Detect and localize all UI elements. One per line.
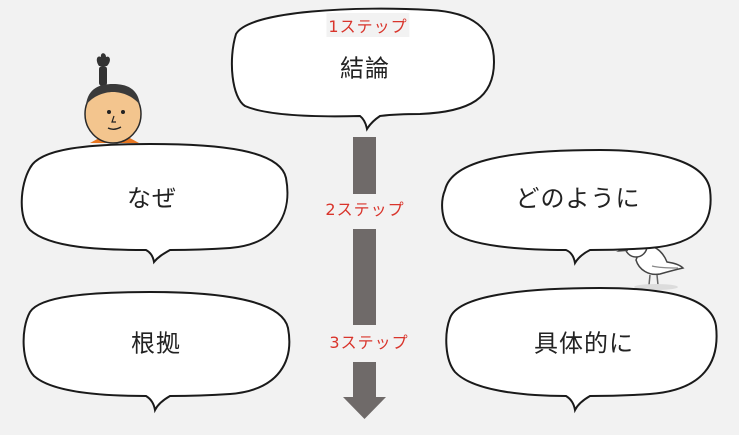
arrow-segment-1 (353, 137, 376, 194)
bubble-text-why: なぜ (127, 184, 177, 213)
step-label-2: 2ステップ (323, 196, 407, 220)
bubble-specifically (445, 286, 718, 414)
bubble-conclusion (230, 7, 496, 132)
flow-arrow (343, 137, 386, 419)
step-label-3: 3ステップ (327, 329, 411, 353)
bubble-text-specifically: 具体的に (534, 329, 634, 358)
bubble-evidence (22, 290, 291, 414)
bubble-how (441, 148, 712, 266)
bubble-text-conclusion: 結論 (340, 54, 390, 83)
bubble-text-how: どのように (515, 184, 641, 213)
step-label-1: 1ステップ (326, 13, 410, 37)
arrow-head (343, 397, 386, 419)
arrow-segment-2 (353, 229, 376, 325)
samurai-character-icon (84, 53, 142, 145)
bubble-text-evidence: 根拠 (131, 329, 181, 358)
arrow-segment-3 (353, 362, 376, 398)
bubble-why (20, 142, 289, 265)
